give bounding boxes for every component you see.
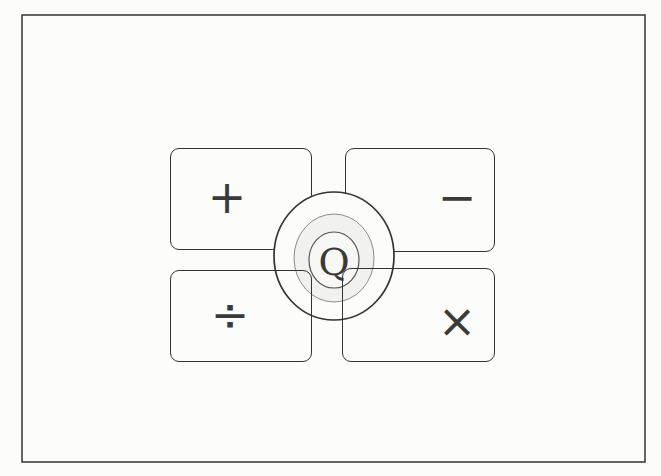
outer-oval [274, 192, 394, 320]
inner-ring [294, 214, 374, 302]
operator-symbol: ÷ [211, 291, 250, 337]
page-frame [22, 15, 645, 462]
quran-button: Q [272, 190, 396, 322]
operator-symbol: + [208, 174, 247, 220]
operator-symbol: − [438, 174, 477, 220]
button-letter: Q [318, 243, 349, 281]
multiply-button: × [342, 268, 495, 362]
divide-button: ÷ [170, 270, 312, 362]
operator-symbol: × [438, 298, 477, 344]
core-ring [309, 232, 359, 288]
